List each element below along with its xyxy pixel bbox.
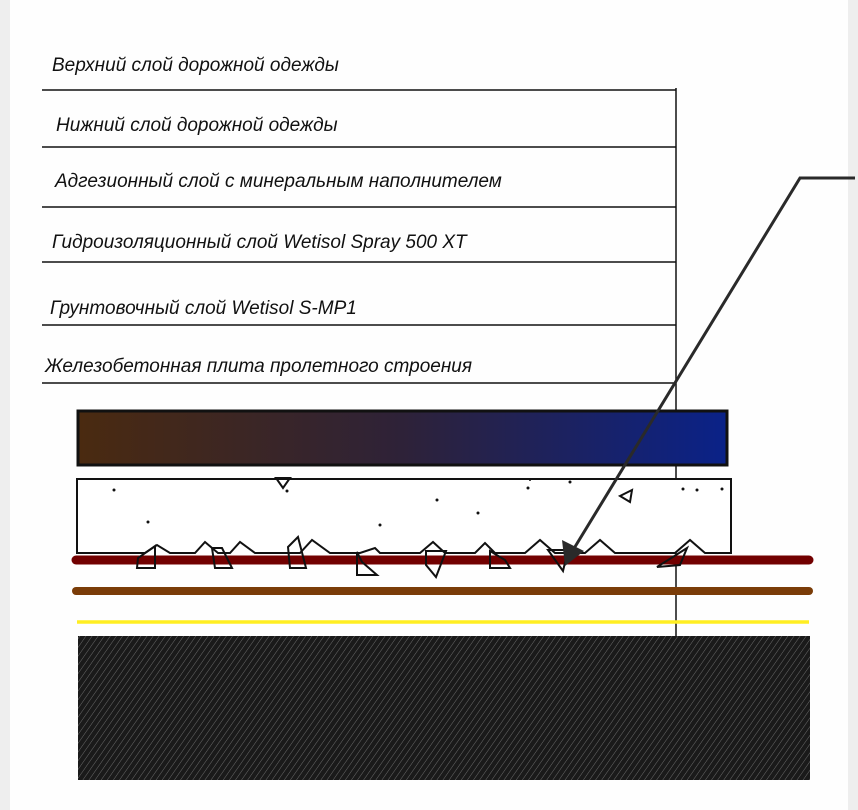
label-top-course: Верхний слой дорожной одежды: [52, 55, 339, 76]
concrete-slab: [78, 636, 810, 780]
label-adhesive-layer: Адгезионный слой с минеральным наполните…: [55, 171, 502, 192]
left-border: [0, 0, 10, 810]
mineral-filler-chips: [135, 535, 690, 579]
callout-arrow: [568, 176, 855, 556]
label-primer-layer: Грунтовочный слой Wetisol S-MP1: [50, 298, 357, 319]
leader-lines: [42, 88, 677, 725]
label-concrete-slab: Железобетонная плита пролетного строения: [45, 356, 473, 377]
top-layer-bar: [76, 409, 729, 467]
right-border: [848, 0, 858, 810]
aggregate-dots: [112, 479, 724, 527]
label-waterproofing-layer: Гидроизоляционный слой Wetisol Spray 500…: [52, 232, 467, 253]
lower-layer-concrete: [76, 478, 732, 554]
label-bottom-course: Нижний слой дорожной одежды: [56, 115, 338, 136]
arrowhead-icon: [562, 540, 584, 566]
